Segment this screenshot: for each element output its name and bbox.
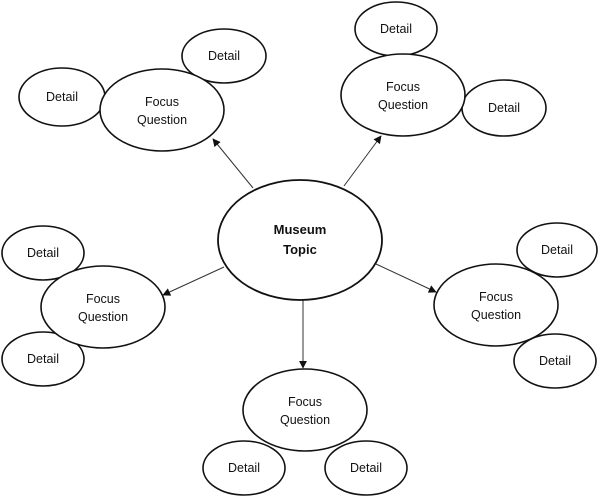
focus-question-node [433, 263, 559, 347]
detail-label: Detail [46, 90, 78, 104]
detail-node [1, 225, 85, 281]
connector-top-right [343, 135, 382, 187]
center-topic-node: Museum Topic [217, 179, 383, 301]
connector-right [375, 263, 437, 293]
center-topic-line-2: Topic [283, 242, 317, 257]
center-topic-line-1: Museum [274, 222, 327, 237]
focus-question-line-2: Question [137, 113, 187, 127]
focus-question-node [340, 53, 466, 137]
branch-top-right: Detail Detail Focus Question [340, 1, 547, 137]
detail-label: Detail [27, 246, 59, 260]
focus-question-line-2: Question [78, 310, 128, 324]
detail-label: Detail [541, 243, 573, 257]
detail-node [324, 440, 408, 496]
connector-top-left [212, 138, 254, 189]
detail-node [513, 333, 597, 389]
focus-question-line-1: Focus [86, 292, 120, 306]
focus-question-node [242, 368, 368, 452]
focus-question-line-1: Focus [288, 395, 322, 409]
branch-right: Detail Detail Focus Question [433, 222, 598, 389]
detail-node [516, 222, 598, 278]
branch-top-left: Detail Detail Focus Question [18, 28, 267, 152]
detail-label: Detail [228, 461, 260, 475]
detail-label: Detail [27, 352, 59, 366]
center-topic-ellipse [217, 179, 383, 301]
focus-question-line-2: Question [280, 413, 330, 427]
connector-left [162, 266, 225, 296]
branch-left: Detail Detail Focus Question [1, 225, 166, 387]
detail-label: Detail [208, 49, 240, 63]
focus-question-node [40, 265, 166, 349]
detail-label: Detail [380, 22, 412, 36]
focus-question-line-2: Question [471, 308, 521, 322]
detail-node [202, 440, 286, 496]
focus-question-line-1: Focus [386, 80, 420, 94]
detail-label: Detail [350, 461, 382, 475]
focus-question-line-2: Question [378, 98, 428, 112]
detail-label: Detail [488, 101, 520, 115]
detail-node [1, 331, 85, 387]
focus-question-line-1: Focus [145, 95, 179, 109]
focus-question-line-1: Focus [479, 290, 513, 304]
detail-node [181, 28, 267, 84]
focus-question-node [99, 68, 225, 152]
connector-group [162, 135, 437, 369]
detail-label: Detail [539, 354, 571, 368]
branch-bottom: Focus Question Detail Detail [202, 368, 408, 496]
